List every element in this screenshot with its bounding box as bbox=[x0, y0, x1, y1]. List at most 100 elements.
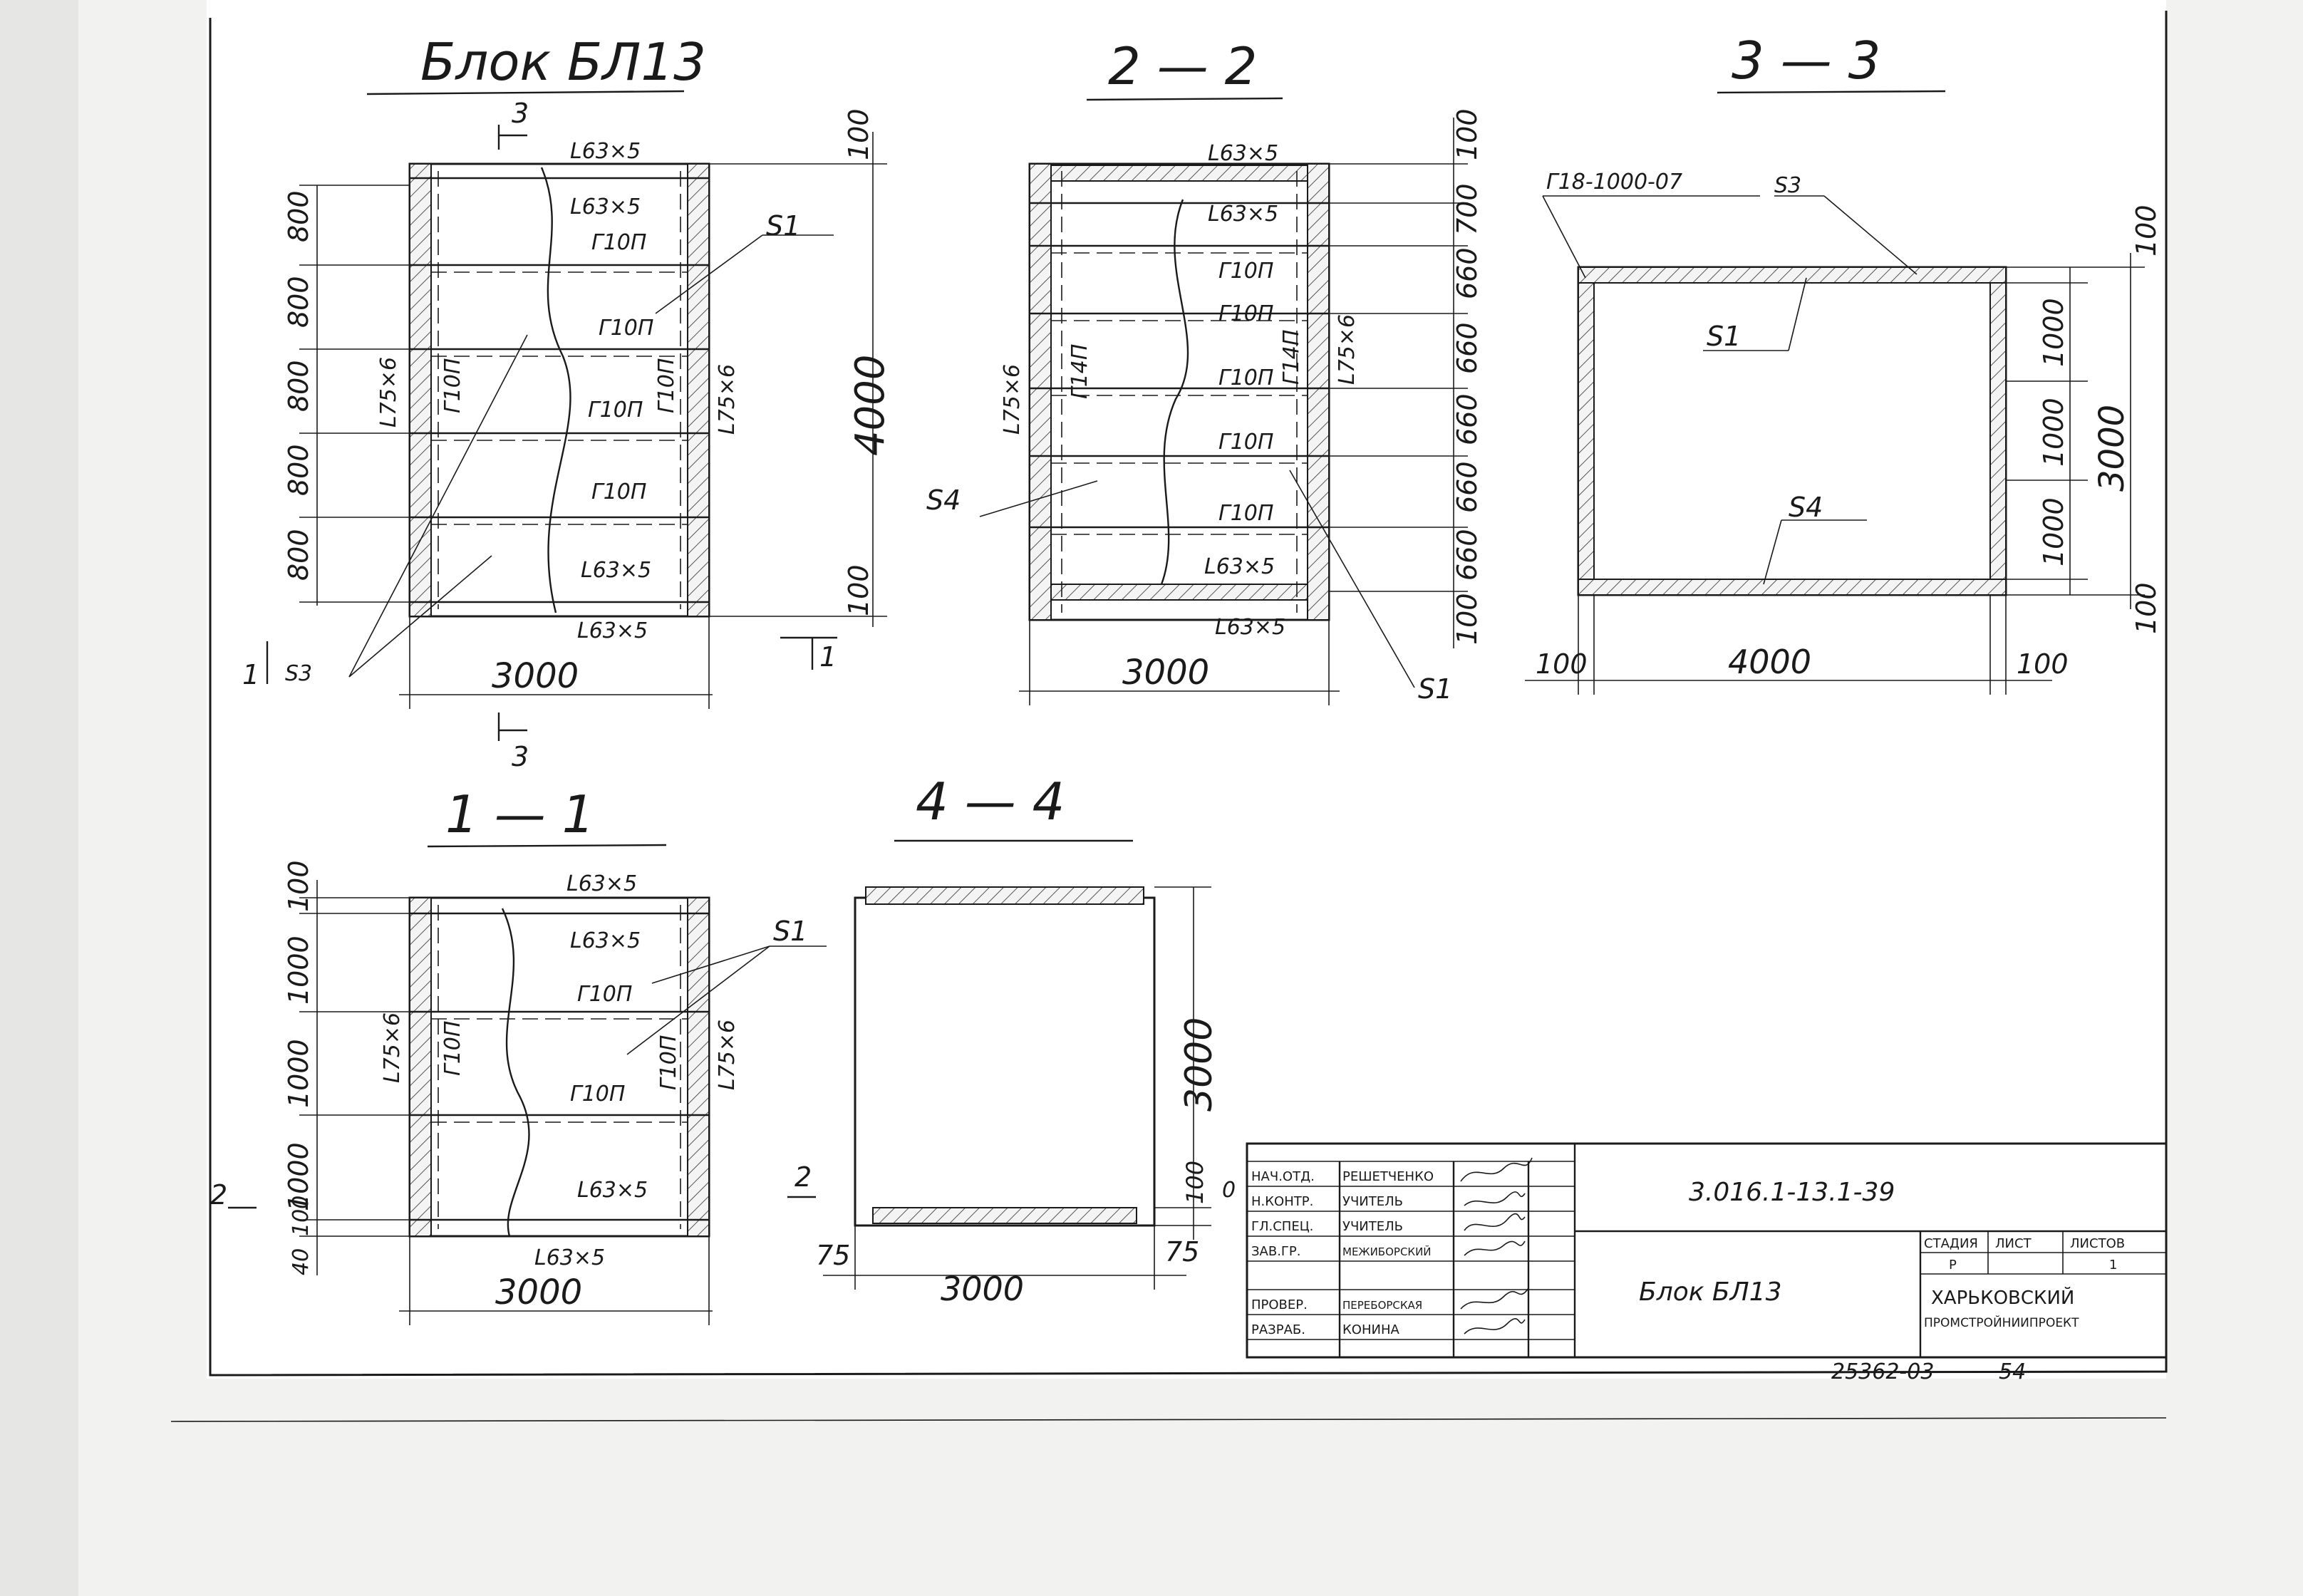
tb-role-4: ЗАВ.ГР. bbox=[1251, 1244, 1300, 1259]
section-2-2-dim-right-2: 700 bbox=[1451, 183, 1483, 235]
block-dim-left-3: 800 bbox=[283, 360, 314, 412]
section-3-3-plate-s3-label: S3 bbox=[1774, 173, 1801, 198]
section-2-2-channel-vert-left-label: Г14П bbox=[1067, 344, 1092, 399]
section-1-1-post-left-label: L75×6 bbox=[380, 1012, 405, 1083]
section-2-2-dim-width: 3000 bbox=[1122, 653, 1209, 693]
section-4-4-dim-right: 75 bbox=[1165, 1236, 1199, 1268]
section-3-3-dim-right-1: 1000 bbox=[2038, 298, 2069, 367]
section-2-2-post-right-label: L75×6 bbox=[1335, 314, 1360, 385]
section-2-2-channels bbox=[1030, 244, 1329, 535]
drawing-field bbox=[207, 0, 2166, 1379]
block-channel-label-1: Г10П bbox=[591, 230, 646, 255]
section-2-2-dim-right-3: 660 bbox=[1451, 247, 1483, 299]
section-mark-3-bottom: 3 bbox=[512, 741, 529, 772]
section-4-4-dim-left: 75 bbox=[816, 1240, 850, 1271]
section-1-1-channel-vert-right-label: Г10П bbox=[656, 1035, 681, 1090]
trim-line bbox=[170, 1417, 2167, 1422]
block-channel-label-3: Г10П bbox=[588, 398, 643, 423]
view-block-title: Блок БЛ13 bbox=[420, 32, 706, 92]
section-3-3-plate-s1-label: S1 bbox=[1707, 321, 1741, 352]
section-1-1-channel-label-1: Г10П bbox=[577, 982, 632, 1007]
section-3-3-dim-edge-bottom: 100 bbox=[2131, 582, 2162, 634]
section-1-1-dim-left-5: 100 bbox=[289, 1196, 314, 1236]
block-dim-left-4: 800 bbox=[283, 444, 314, 496]
section-4-4-bottom-panel bbox=[872, 1207, 1137, 1224]
section-4-4-dim-width: 3000 bbox=[941, 1270, 1024, 1308]
section-2-2-channel-label-4: Г10П bbox=[1218, 430, 1273, 455]
view-section-1-1: 1 — 1 L63×5 L63×5 Г10П Г10П L63×5 L63×5 … bbox=[210, 784, 827, 1325]
section-3-3-title: 3 — 3 bbox=[1732, 31, 1880, 90]
section-3-3-left-plate bbox=[1578, 282, 1595, 580]
block-channel-label-4: Г10П bbox=[591, 480, 646, 504]
block-post-left-label: L75×6 bbox=[376, 357, 401, 428]
section-2-2-angle-inner-top-label: L63×5 bbox=[1208, 202, 1278, 227]
section-2-2-angle-bottom-label: L63×5 bbox=[1215, 615, 1285, 640]
view-section-3-3: 3 — 3 Г18-1000-07 S3 S1 S4 1000 1000 100… bbox=[1525, 31, 2162, 695]
tb-name-2: УЧИТЕЛЬ bbox=[1342, 1194, 1403, 1209]
section-2-2-channel-vert-right-label: Г14П bbox=[1279, 330, 1304, 385]
section-3-3-channel-leader-label: Г18-1000-07 bbox=[1546, 170, 1682, 195]
tb-role-6: ПРОВЕР. bbox=[1251, 1297, 1308, 1312]
footer-page-number: 54 bbox=[1999, 1359, 2026, 1384]
section-3-3-dim-bottom-right: 100 bbox=[2017, 648, 2069, 680]
section-1-1-dim-left-3: 1000 bbox=[283, 1039, 314, 1108]
binding-strip bbox=[0, 0, 78, 1596]
section-1-1-angle-inner-bottom-label: L63×5 bbox=[577, 1178, 648, 1203]
section-2-2-angle-top-label: L63×5 bbox=[1208, 141, 1278, 166]
section-2-2-dim-right-4: 660 bbox=[1451, 322, 1483, 374]
section-1-1-channel-label-2: Г10П bbox=[570, 1082, 625, 1107]
section-mark-3-top: 3 bbox=[512, 98, 529, 129]
tb-role-3: ГЛ.СПЕЦ. bbox=[1251, 1219, 1313, 1234]
section-2-2-post-left bbox=[1029, 163, 1052, 621]
title-block: НАЧ.ОТД. Н.КОНТР. ГЛ.СПЕЦ. ЗАВ.ГР. ПРОВЕ… bbox=[1246, 1142, 2168, 1359]
section-2-2-break-line bbox=[1160, 199, 1189, 585]
block-channel-vert-left-label: Г10П bbox=[440, 358, 465, 413]
view-block: Блок БЛ13 3 3 1 1 L63×5 L63×5 Г10П Г1 bbox=[242, 32, 894, 772]
section-2-2-top-plate bbox=[1050, 165, 1308, 182]
block-channels bbox=[410, 264, 709, 525]
section-2-2-title: 2 — 2 bbox=[1108, 36, 1257, 96]
block-angle-inner-bottom-label: L63×5 bbox=[581, 558, 651, 583]
section-2-2-plate-s4-label: S4 bbox=[926, 484, 961, 516]
section-4-4-title: 4 — 4 bbox=[916, 772, 1065, 831]
footer-archive-number: 25362-03 bbox=[1831, 1359, 1934, 1384]
tb-signatures bbox=[1460, 1157, 1533, 1335]
block-dim-left-2: 800 bbox=[283, 276, 314, 328]
tb-col-sheet: ЛИСТ bbox=[1995, 1236, 2032, 1251]
section-2-2-channel-label-2: Г10П bbox=[1218, 301, 1273, 326]
block-plate-s3-label: S3 bbox=[285, 661, 312, 686]
tb-stage-value: Р bbox=[1949, 1258, 1957, 1273]
block-post-right-label: L75×6 bbox=[715, 364, 740, 435]
view-section-4-4: 4 — 4 2 3000 100 0 75 75 3000 bbox=[787, 772, 1236, 1308]
section-2-2-channel-label-1: Г10П bbox=[1218, 259, 1273, 284]
block-dim-right-bottom: 100 bbox=[843, 564, 874, 616]
block-channel-label-2: Г10П bbox=[599, 316, 653, 341]
section-2-2-post-right bbox=[1307, 163, 1330, 621]
section-mark-1-left: 1 bbox=[242, 659, 259, 690]
section-3-3-dim-right-3: 1000 bbox=[2038, 497, 2069, 566]
tb-org-line1: ХАРЬКОВСКИЙ bbox=[1931, 1286, 2074, 1309]
section-1-1-post-right-label: L75×6 bbox=[715, 1020, 740, 1090]
section-4-4-dim-side: 100 bbox=[1181, 1161, 1209, 1204]
section-1-1-dim-width: 3000 bbox=[495, 1273, 582, 1312]
tb-doc-code: 3.016.1-13.1-39 bbox=[1689, 1178, 1895, 1207]
section-2-2-bottom-plate bbox=[1050, 584, 1308, 601]
section-3-3-right-plate bbox=[1989, 282, 2007, 580]
tb-org-line2: ПРОМСТРОЙНИИПРОЕКТ bbox=[1924, 1315, 2079, 1330]
section-2-2-dim-right-6: 660 bbox=[1451, 461, 1483, 513]
block-dim-height: 4000 bbox=[847, 354, 894, 456]
tb-name-1: РЕШЕТЧЕНКО bbox=[1342, 1169, 1434, 1184]
section-1-1-dim-left-2: 1000 bbox=[283, 936, 314, 1005]
block-dim-right-top: 100 bbox=[843, 108, 874, 160]
block-dim-width: 3000 bbox=[492, 656, 579, 696]
section-1-1-title: 1 — 1 bbox=[445, 784, 594, 844]
block-break-line bbox=[540, 167, 571, 613]
section-3-3-dim-right-2: 1000 bbox=[2038, 398, 2069, 467]
tb-col-sheets: ЛИСТОВ bbox=[2070, 1236, 2125, 1251]
section-1-1-section-mark-2: 2 bbox=[210, 1179, 227, 1211]
tb-role-1: НАЧ.ОТД. bbox=[1251, 1169, 1315, 1184]
section-2-2-plate-s1-label: S1 bbox=[1418, 673, 1452, 705]
section-4-4-dim-height: 3000 bbox=[1178, 1017, 1221, 1112]
section-1-1-channels bbox=[410, 1010, 709, 1123]
